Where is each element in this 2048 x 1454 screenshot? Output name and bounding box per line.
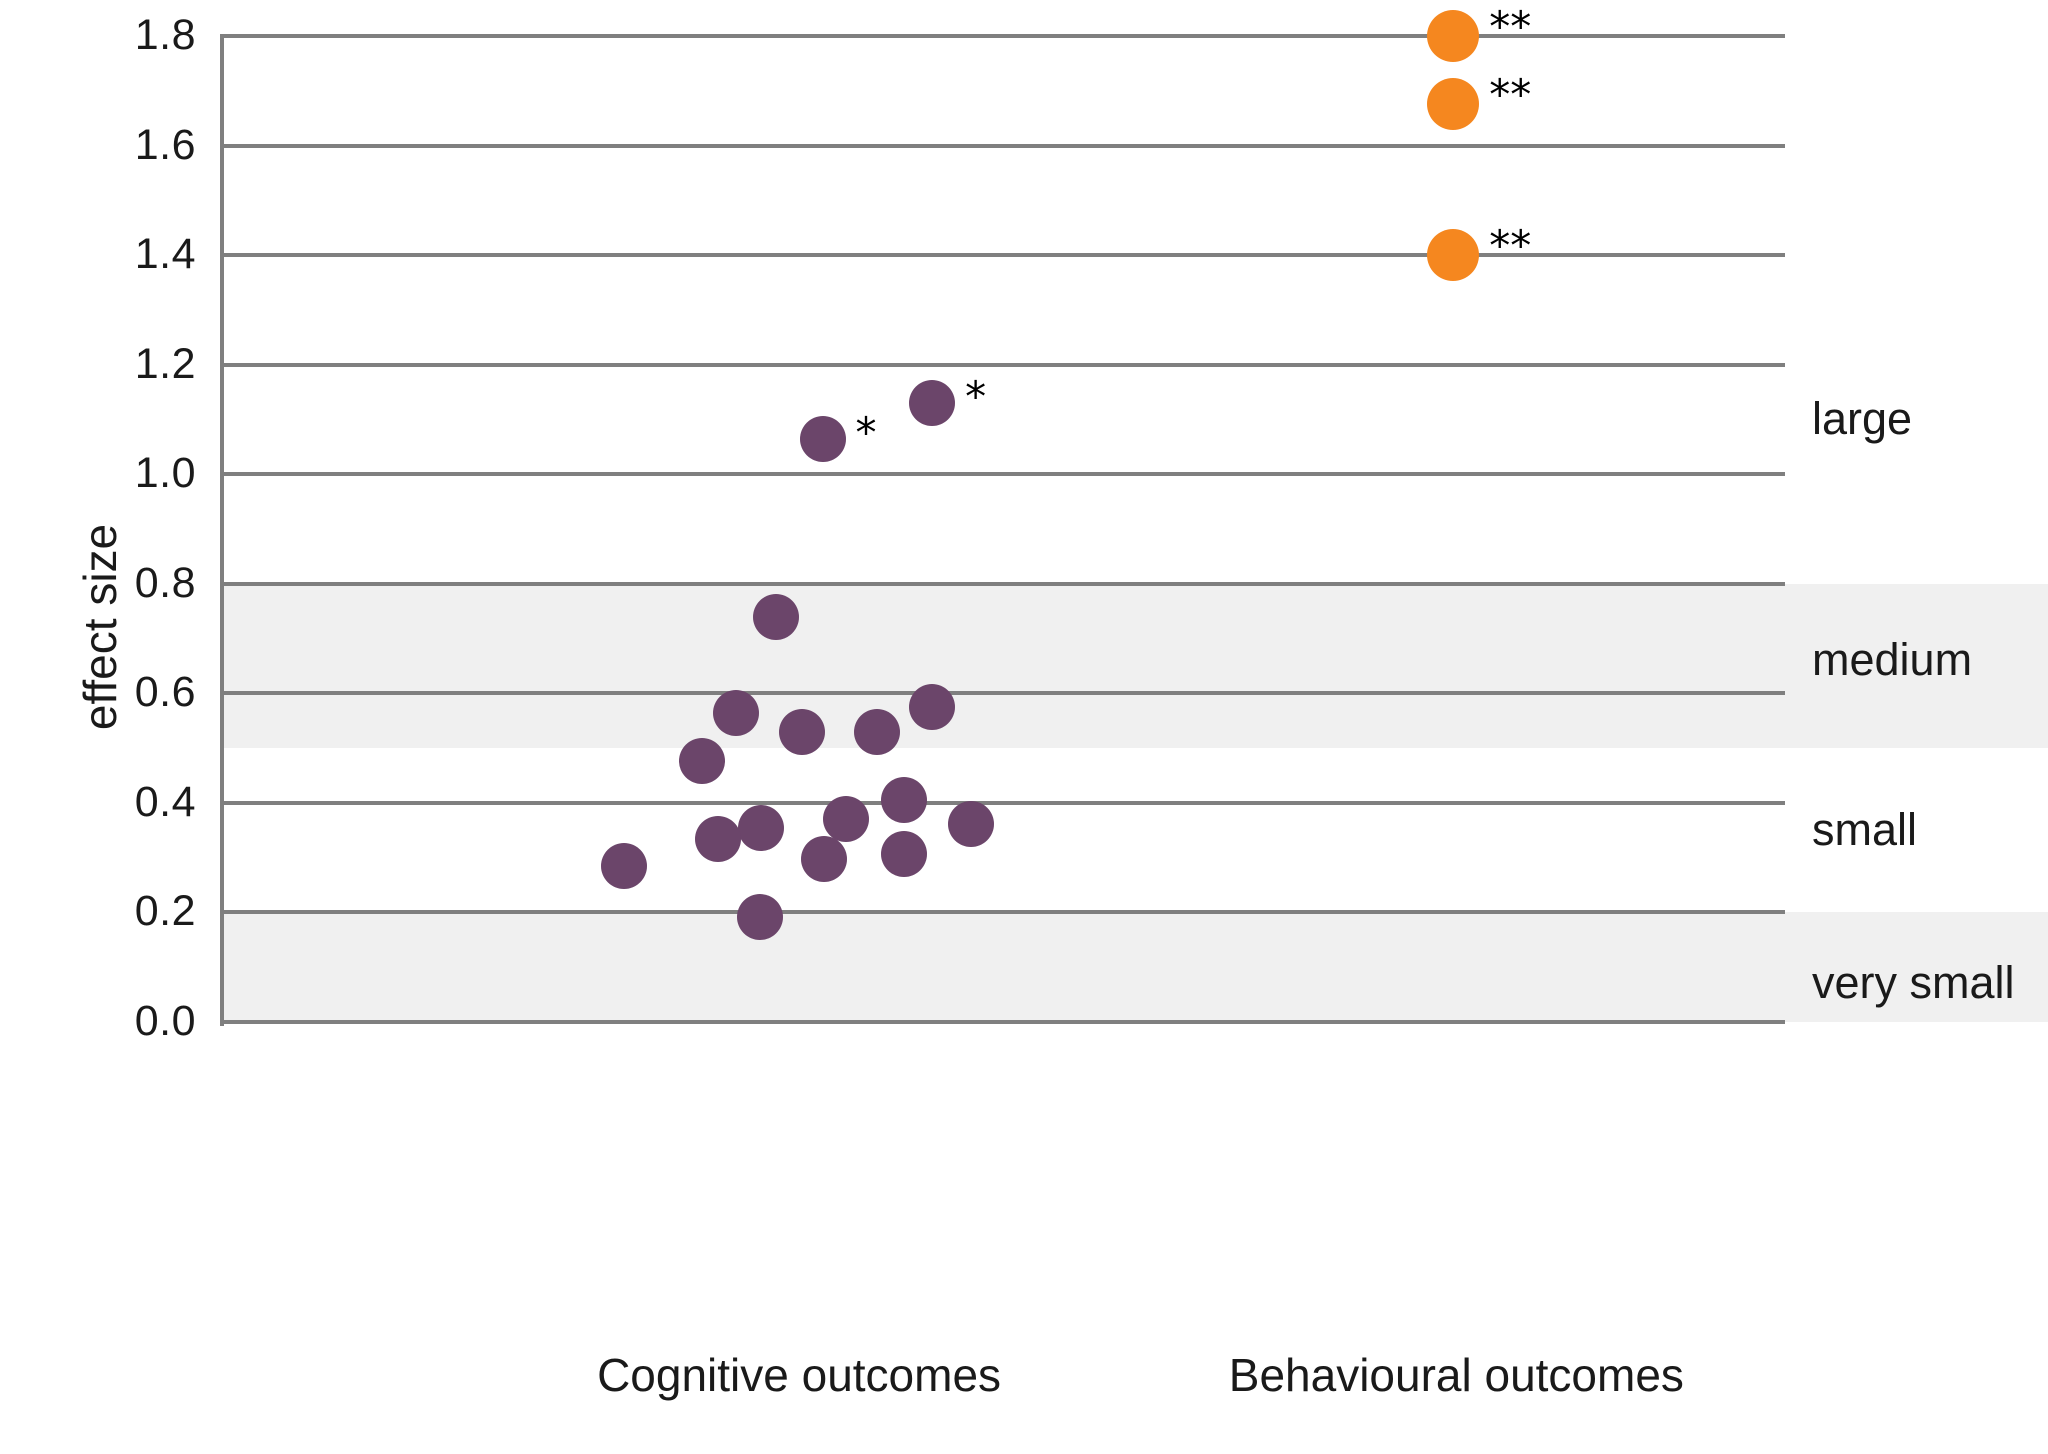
gridline-0.0 [220,1020,1785,1024]
magnitude-band-very-small [220,912,2048,1022]
data-point-cognitive [752,593,799,640]
data-point-cognitive [738,805,785,852]
gridline-0.8 [220,581,1785,586]
data-point-cognitive [799,415,846,462]
magnitude-label-large: large [1812,392,1913,444]
magnitude-label-small: small [1812,803,1918,855]
data-point-cognitive [801,836,848,883]
gridline-0.2 [220,910,1785,915]
magnitude-label-medium: medium [1812,633,1973,685]
significance-marker: * [855,407,877,457]
y-tick-label: 0.2 [134,887,196,936]
significance-marker: * [965,372,987,421]
gridline-0.6 [220,691,1785,696]
data-point-cognitive [854,708,901,755]
y-tick-label: 0.4 [134,777,196,826]
gridline-1.6 [220,143,1785,148]
gridline-1.8 [220,34,1785,38]
data-point-behavioural [1427,78,1480,131]
data-point-cognitive [679,737,726,784]
y-tick-label: 0.0 [134,997,196,1045]
data-point-cognitive [880,831,927,878]
data-point-cognitive [909,380,956,426]
data-point-cognitive [909,684,956,731]
y-tick-label: 1.4 [134,230,196,279]
significance-marker: ** [1489,2,1532,51]
data-point-cognitive [736,893,783,940]
y-tick-label: 1.8 [134,11,196,59]
x-tick-label-cognitive: Cognitive outcomes [597,1349,1002,1401]
gridline-1.2 [220,362,1785,367]
data-point-cognitive [600,843,647,890]
gridline-1.0 [220,472,1785,477]
y-tick-label: 0.8 [134,558,196,607]
significance-marker: ** [1489,70,1532,120]
data-point-behavioural [1427,229,1480,282]
data-point-cognitive [880,776,927,823]
magnitude-label-very-small: very small [1812,956,2015,1008]
data-point-cognitive [713,689,760,736]
y-tick-label: 1.6 [134,120,196,169]
gridline-0.4 [220,800,1785,805]
data-point-cognitive [823,795,869,842]
y-tick-label: 0.6 [134,668,196,717]
x-tick-label-behavioural: Behavioural outcomes [1228,1349,1684,1401]
magnitude-band-medium [220,583,2048,749]
data-point-cognitive [694,816,741,863]
y-tick-label: 1.0 [134,449,196,498]
y-axis-title: effect size [74,523,126,731]
significance-marker: ** [1489,221,1532,271]
data-point-cognitive [779,708,826,755]
y-axis-line [220,36,224,1026]
data-point-behavioural [1427,10,1480,62]
data-point-cognitive [948,801,995,848]
gridline-1.4 [220,253,1785,258]
y-tick-label: 1.2 [134,339,196,388]
